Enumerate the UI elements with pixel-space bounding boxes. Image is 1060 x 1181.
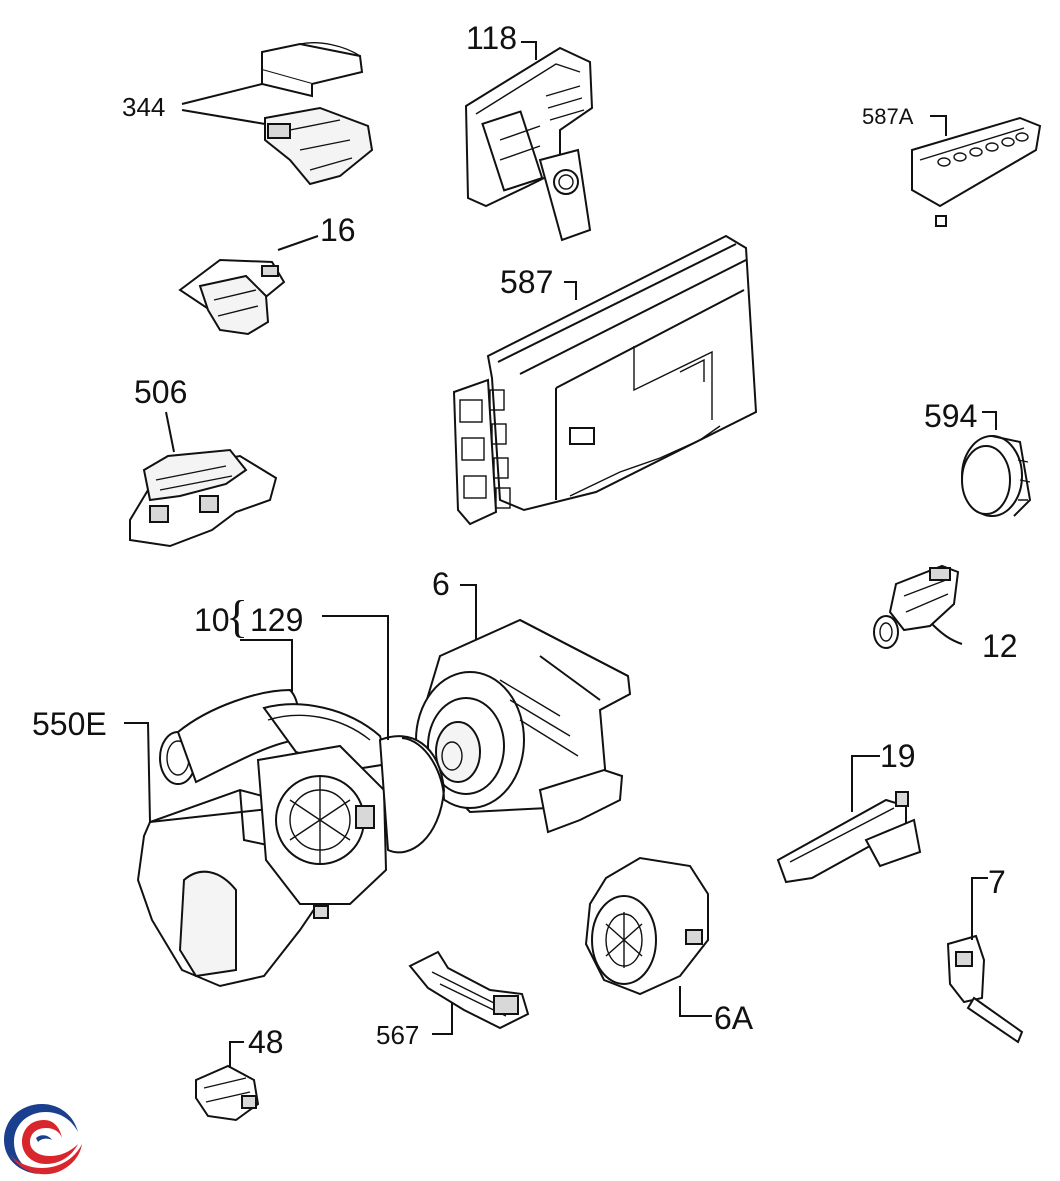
label-587A: 587A <box>862 104 914 129</box>
label-6A: 6A <box>714 1000 754 1036</box>
part-594-cap <box>961 411 1032 517</box>
brand-swirl-logo-icon <box>4 1104 82 1175</box>
brace-10: { <box>226 591 249 642</box>
part-16-sensor <box>178 235 319 336</box>
label-344: 344 <box>122 92 166 122</box>
label-506: 506 <box>134 374 188 410</box>
part-12-valve <box>873 564 963 649</box>
label-19: 19 <box>880 738 916 774</box>
label-567: 567 <box>376 1020 420 1050</box>
part-6-circulation-pump <box>415 584 632 834</box>
label-12: 12 <box>982 628 1018 664</box>
label-587: 587 <box>500 264 554 300</box>
label-7: 7 <box>988 864 1006 900</box>
label-594: 594 <box>924 398 978 434</box>
label-118: 118 <box>466 20 518 56</box>
part-550E-pump-housing <box>124 615 446 988</box>
part-567-clip <box>408 950 530 1035</box>
label-16: 16 <box>320 212 356 248</box>
label-129: 129 <box>250 602 304 638</box>
part-6A-drain-pump <box>584 856 712 1017</box>
part-587-electronic-module <box>452 234 758 526</box>
part-19-sensor <box>776 755 922 884</box>
label-550E: 550E <box>32 706 107 742</box>
label-48: 48 <box>248 1024 284 1060</box>
part-506-bracket <box>129 411 278 548</box>
part-587A-keypad <box>911 115 1042 227</box>
part-118-control-panel <box>464 41 594 242</box>
part-48-sensor <box>195 1041 260 1122</box>
part-344-door-lock <box>181 42 374 186</box>
label-6: 6 <box>432 566 450 602</box>
part-7-switch <box>946 877 1024 1044</box>
label-10: 10 <box>194 602 230 638</box>
